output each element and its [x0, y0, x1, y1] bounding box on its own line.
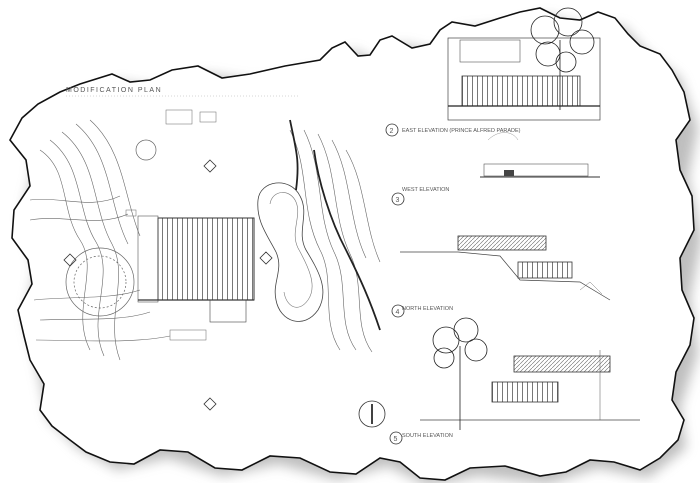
tree-icon [530, 7, 595, 110]
svg-text:4: 4 [396, 309, 400, 316]
south-elevation [420, 317, 640, 430]
svg-text:3: 3 [396, 197, 400, 204]
north-arrow-icon [358, 400, 386, 428]
elevation-title-4: NORTH ELEVATION [402, 306, 453, 312]
tree-markers [63, 159, 273, 411]
elevation-label-5: 5 SOUTH ELEVATION [389, 431, 453, 445]
north-elevation [400, 235, 611, 301]
pond [257, 182, 324, 322]
elevation-title-5: SOUTH ELEVATION [402, 433, 453, 439]
contour-lines [29, 119, 381, 361]
plan-title: MODIFICATION PLAN [66, 87, 162, 94]
elevation-label-3: 3 WEST ELEVATION [391, 187, 449, 206]
east-elevation [447, 7, 601, 121]
elevation-title-2: EAST ELEVATION (PRINCE ALFRED PARADE) [402, 128, 521, 134]
elevation-label-2: 2 EAST ELEVATION (PRINCE ALFRED PARADE) [385, 123, 521, 137]
elevation-label-4: 4 NORTH ELEVATION [391, 304, 453, 318]
west-elevation [480, 132, 600, 178]
svg-text:2: 2 [390, 128, 394, 135]
main-building [157, 217, 255, 301]
elevation-title-3: WEST ELEVATION [402, 187, 449, 193]
svg-text:5: 5 [394, 436, 398, 443]
torn-paper [9, 7, 695, 481]
tree-icon [432, 317, 488, 430]
site-plan: MODIFICATION PLAN [29, 87, 386, 428]
